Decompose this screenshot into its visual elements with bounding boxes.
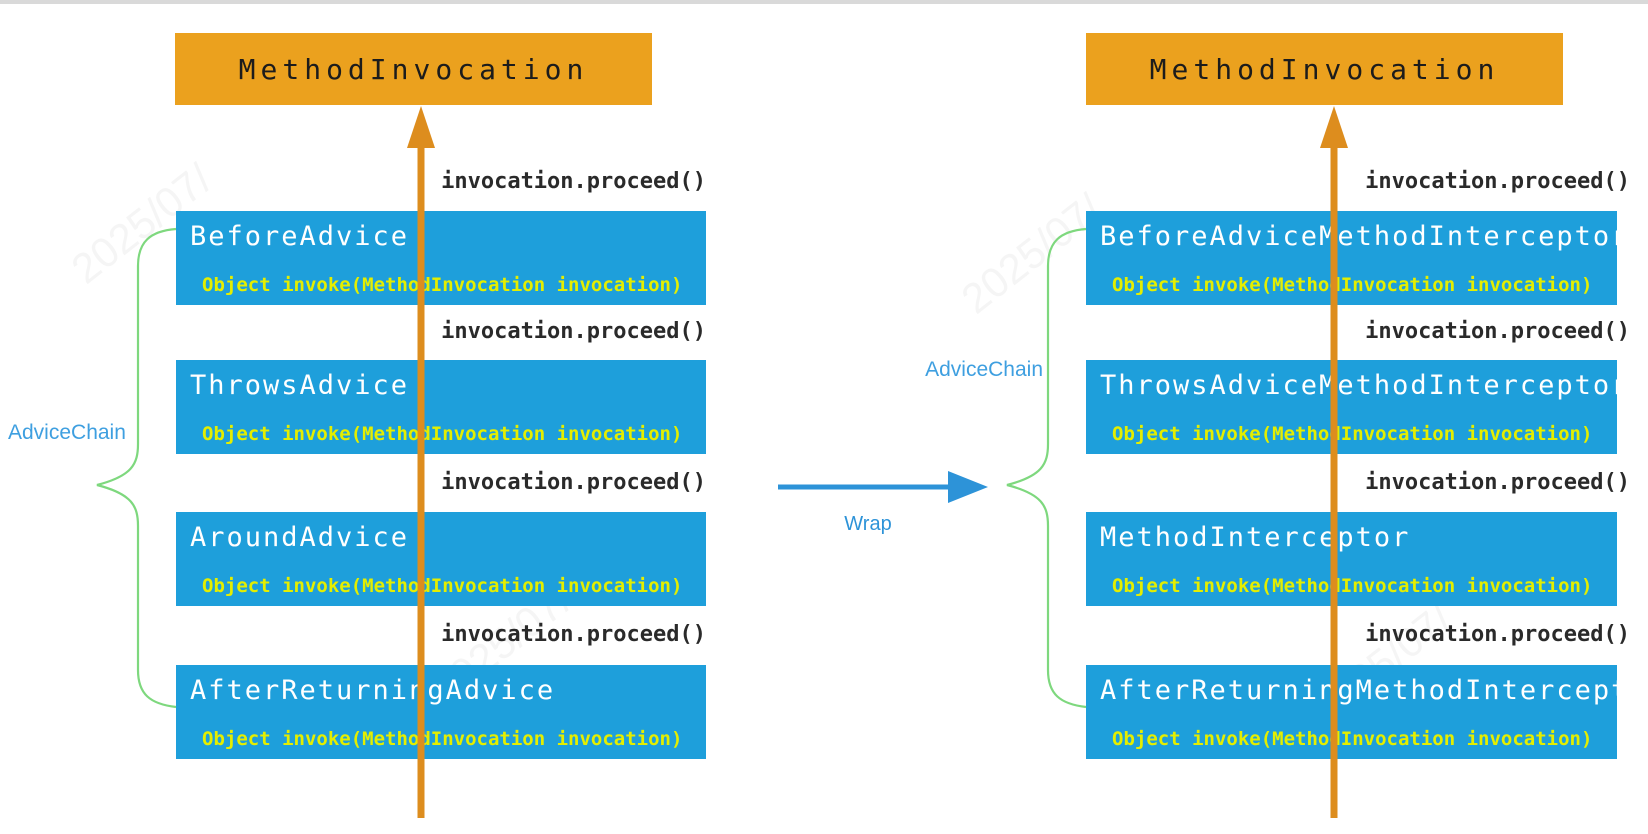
interceptor-box-signature: Object invoke(MethodInvocation invocatio… bbox=[1112, 728, 1593, 750]
proceed-call-label: invocation.proceed() bbox=[441, 169, 706, 194]
interceptor-box-title: ThrowsAdviceMethodInterceptor bbox=[1100, 370, 1630, 401]
interceptor-box-title: BeforeAdviceMethodInterceptor bbox=[1100, 221, 1630, 252]
advice-chain-label: AdviceChain bbox=[925, 358, 1043, 381]
proceed-call-label: invocation.proceed() bbox=[441, 622, 706, 647]
interceptor-box-title: MethodInterceptor bbox=[1100, 522, 1411, 553]
method-invocation-box: MethodInvocation bbox=[175, 33, 652, 105]
advice-box-title: AroundAdvice bbox=[190, 522, 410, 553]
interceptor-box-after-returning: AfterReturningMethodInterceptor Object i… bbox=[1086, 665, 1648, 759]
wrap-label: Wrap bbox=[844, 513, 892, 535]
advice-box-signature: Object invoke(MethodInvocation invocatio… bbox=[202, 575, 683, 597]
advice-box-signature: Object invoke(MethodInvocation invocatio… bbox=[202, 728, 683, 750]
interceptor-box-signature: Object invoke(MethodInvocation invocatio… bbox=[1112, 575, 1593, 597]
proceed-call-label: invocation.proceed() bbox=[441, 470, 706, 495]
method-invocation-label: MethodInvocation bbox=[238, 52, 589, 86]
advice-box-throws: ThrowsAdvice Object invoke(MethodInvocat… bbox=[176, 360, 706, 454]
proceed-call-label: invocation.proceed() bbox=[1365, 169, 1630, 194]
wrap-arrow-right-icon bbox=[778, 471, 988, 503]
top-edge-strip bbox=[0, 0, 1648, 4]
interceptor-box-method: MethodInterceptor Object invoke(MethodIn… bbox=[1086, 512, 1617, 606]
advice-box-signature: Object invoke(MethodInvocation invocatio… bbox=[202, 274, 683, 296]
method-invocation-box: MethodInvocation bbox=[1086, 33, 1563, 105]
advice-box-after-returning: AfterReturningAdvice Object invoke(Metho… bbox=[176, 665, 706, 759]
advice-box-title: ThrowsAdvice bbox=[190, 370, 410, 401]
proceed-call-label: invocation.proceed() bbox=[1365, 319, 1630, 344]
advice-chain-brace-icon bbox=[96, 227, 177, 709]
proceed-call-label: invocation.proceed() bbox=[1365, 622, 1630, 647]
advice-box-before: BeforeAdvice Object invoke(MethodInvocat… bbox=[176, 211, 706, 305]
proceed-call-label: invocation.proceed() bbox=[1365, 470, 1630, 495]
advice-chain-brace-icon bbox=[1006, 227, 1087, 709]
method-invocation-label: MethodInvocation bbox=[1149, 52, 1500, 86]
interceptor-box-before: BeforeAdviceMethodInterceptor Object inv… bbox=[1086, 211, 1627, 305]
advice-chain-label: AdviceChain bbox=[8, 421, 126, 444]
interceptor-box-title: AfterReturningMethodInterceptor bbox=[1100, 675, 1648, 706]
interceptor-box-throws: ThrowsAdviceMethodInterceptor Object inv… bbox=[1086, 360, 1627, 454]
interceptor-box-signature: Object invoke(MethodInvocation invocatio… bbox=[1112, 274, 1593, 296]
advice-box-title: AfterReturningAdvice bbox=[190, 675, 556, 706]
interceptor-box-signature: Object invoke(MethodInvocation invocatio… bbox=[1112, 423, 1593, 445]
advice-box-around: AroundAdvice Object invoke(MethodInvocat… bbox=[176, 512, 706, 606]
advice-box-title: BeforeAdvice bbox=[190, 221, 410, 252]
advice-box-signature: Object invoke(MethodInvocation invocatio… bbox=[202, 423, 683, 445]
proceed-call-label: invocation.proceed() bbox=[441, 319, 706, 344]
